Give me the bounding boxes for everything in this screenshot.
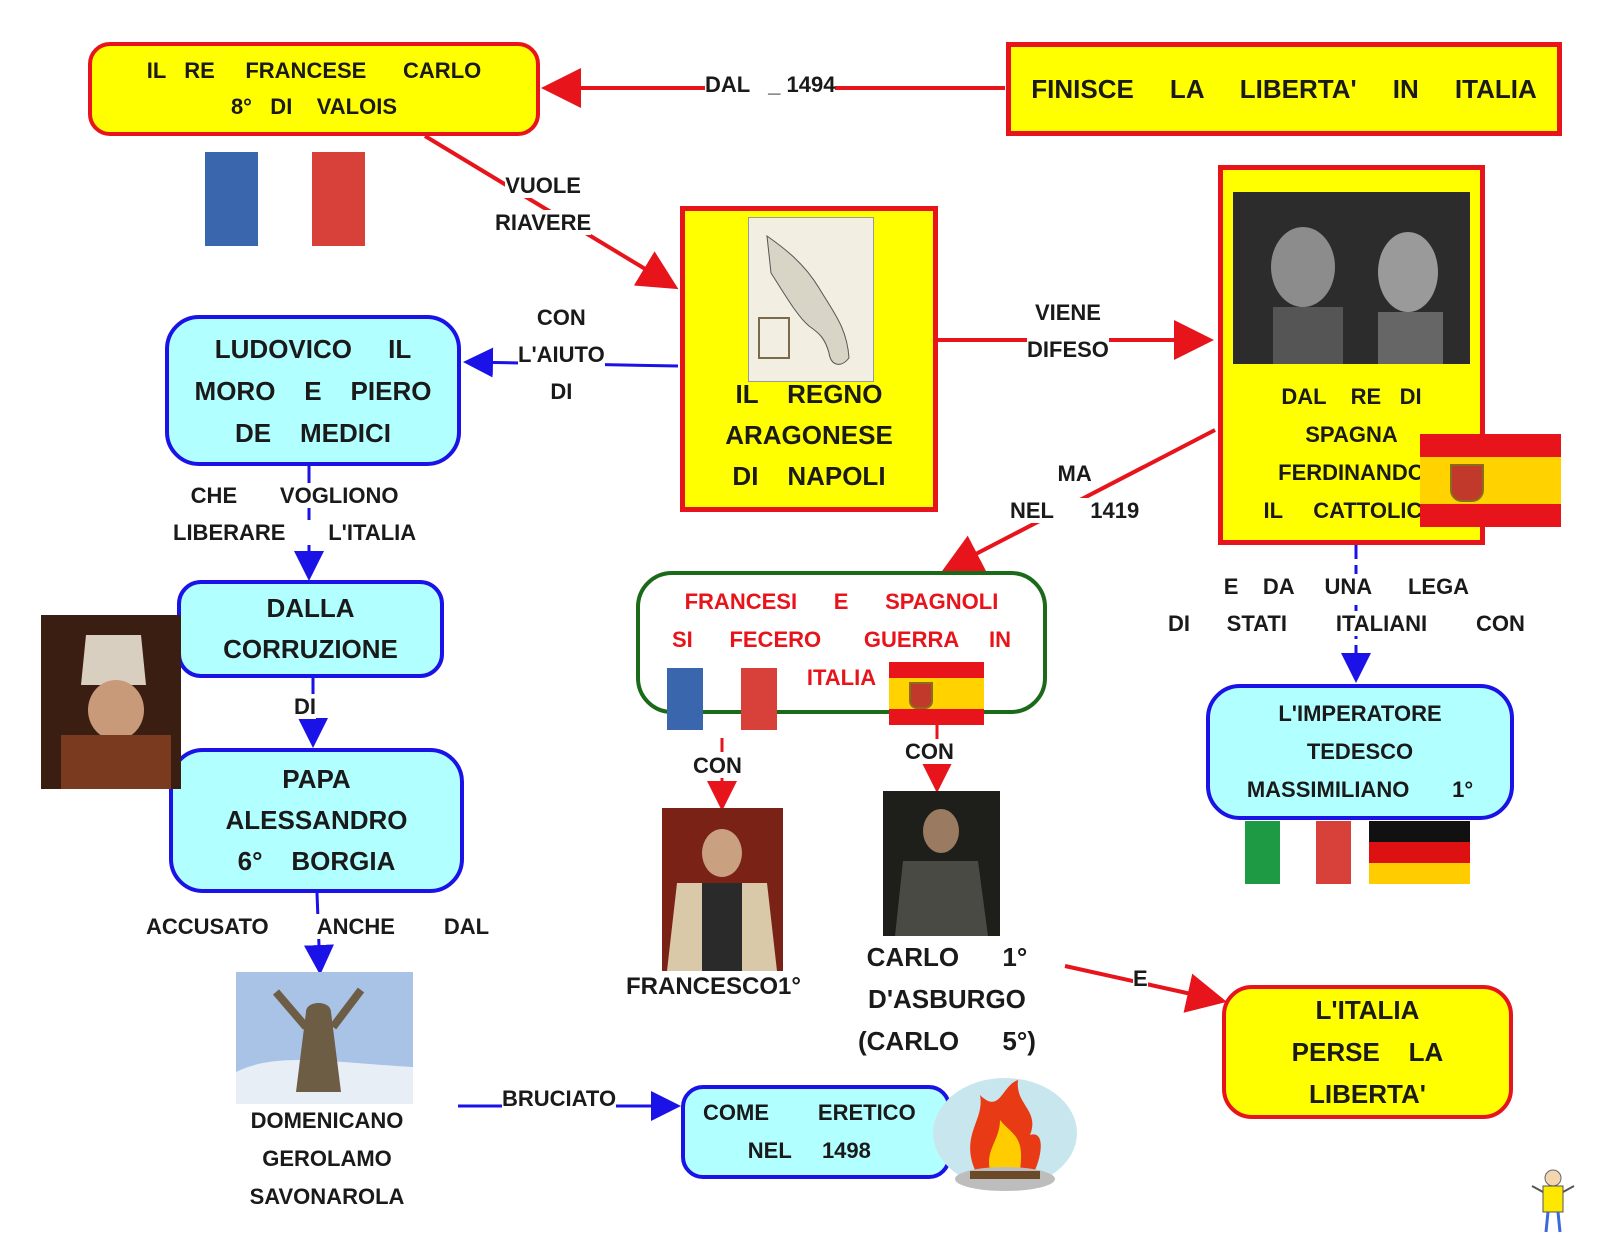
node-papa-label: PAPA ALESSANDRO 6° BORGIA [225, 764, 408, 876]
link-label-bruciato: BRUCIATO [502, 1086, 617, 1111]
link-label-con-left: CON [693, 753, 742, 778]
spain-coat-of-arms-icon [1450, 464, 1484, 502]
node-come-eretico-label: COME ERETICO NEL 1498 [703, 1100, 916, 1163]
bonfire-icon [930, 1075, 1080, 1195]
node-guerra-label: FRANCESI E SPAGNOLI SI FECERO GUERRA IN … [671, 589, 1011, 690]
charles-v-portrait [883, 791, 1000, 936]
node-carlo-5-label: CARLO 1° D'ASBURGO (CARLO 5°) [858, 942, 1036, 1056]
node-corruzione-label: DALLA CORRUZIONE [223, 593, 398, 664]
node-come-eretico[interactable]: COME ERETICO NEL 1498 [681, 1085, 951, 1179]
link-label-viene-difeso: VIENE DIFESO [1027, 300, 1109, 362]
node-italia-perse-label: L'ITALIA PERSE LA LIBERTA' [1291, 995, 1444, 1109]
savonarola-statue-icon [236, 972, 413, 1104]
link-label-che-vogliono: CHE VOGLIONO LIBERARE L'ITALIA [173, 483, 417, 545]
node-papa[interactable]: PAPA ALESSANDRO 6° BORGIA [169, 748, 464, 893]
node-carlo-8-label: IL RE FRANCESE CARLO 8° DI VALOIS [146, 58, 482, 119]
node-ferdinando-label: DAL RE DI SPAGNA FERDINANDO IL CATTOLICO [1263, 384, 1440, 523]
pope-portrait [41, 615, 181, 789]
node-francesco-label: FRANCESCO1° [626, 973, 801, 1000]
flag-italy [1245, 821, 1351, 884]
node-regno-label: IL REGNO ARAGONESE DI NAPOLI [725, 379, 893, 491]
mascot-icon [1528, 1166, 1578, 1238]
flag-france [667, 668, 777, 730]
link-label-e-lega: E DA UNA LEGA DI STATI ITALIANI CON [1168, 574, 1525, 636]
node-ludovico-label: LUDOVICO IL MORO E PIERO DE MEDICI [194, 333, 432, 448]
flag-france [205, 152, 365, 246]
francis-portrait [662, 808, 783, 971]
node-finisce[interactable]: FINISCE LA LIBERTA' IN ITALIA [1006, 42, 1562, 136]
link-label-con-right: CON [905, 739, 954, 764]
link-label-di: DI [294, 694, 316, 719]
link-label-dal-1494: DAL _ 1494 [705, 72, 836, 97]
link-label-vuole-riavere: VUOLE RIAVERE [495, 173, 592, 235]
node-savonarola-label: DOMENICANO GEROLAMO SAVONAROLA [249, 1108, 405, 1209]
node-imperatore[interactable]: L'IMPERATORE TEDESCO MASSIMILIANO 1° [1206, 684, 1514, 820]
node-guerra[interactable]: FRANCESI E SPAGNOLI SI FECERO GUERRA IN … [636, 571, 1047, 714]
link-label-ma-nel: MA NEL 1419 [1010, 461, 1140, 523]
node-finisce-label: FINISCE LA LIBERTA' IN ITALIA [1031, 73, 1537, 104]
catholic-monarchs-portrait [1233, 192, 1470, 364]
link-label-con-aiuto: CON L'AIUTO DI [518, 305, 605, 404]
naples-map-icon [748, 217, 874, 382]
flag-spain [889, 662, 984, 725]
flag-germany [1369, 821, 1470, 884]
node-carlo-8[interactable]: IL RE FRANCESE CARLO 8° DI VALOIS [88, 42, 540, 136]
flag-spain [1420, 434, 1561, 527]
spain-coat-of-arms-icon [909, 682, 933, 709]
link-label-accusato: ACCUSATO ANCHE DAL [146, 914, 490, 939]
link-label-e: E [1133, 966, 1148, 991]
node-italia-perse[interactable]: L'ITALIA PERSE LA LIBERTA' [1222, 985, 1513, 1119]
node-imperatore-label: L'IMPERATORE TEDESCO MASSIMILIANO 1° [1246, 701, 1474, 802]
node-corruzione[interactable]: DALLA CORRUZIONE [177, 580, 444, 678]
node-ludovico[interactable]: LUDOVICO IL MORO E PIERO DE MEDICI [165, 315, 461, 466]
